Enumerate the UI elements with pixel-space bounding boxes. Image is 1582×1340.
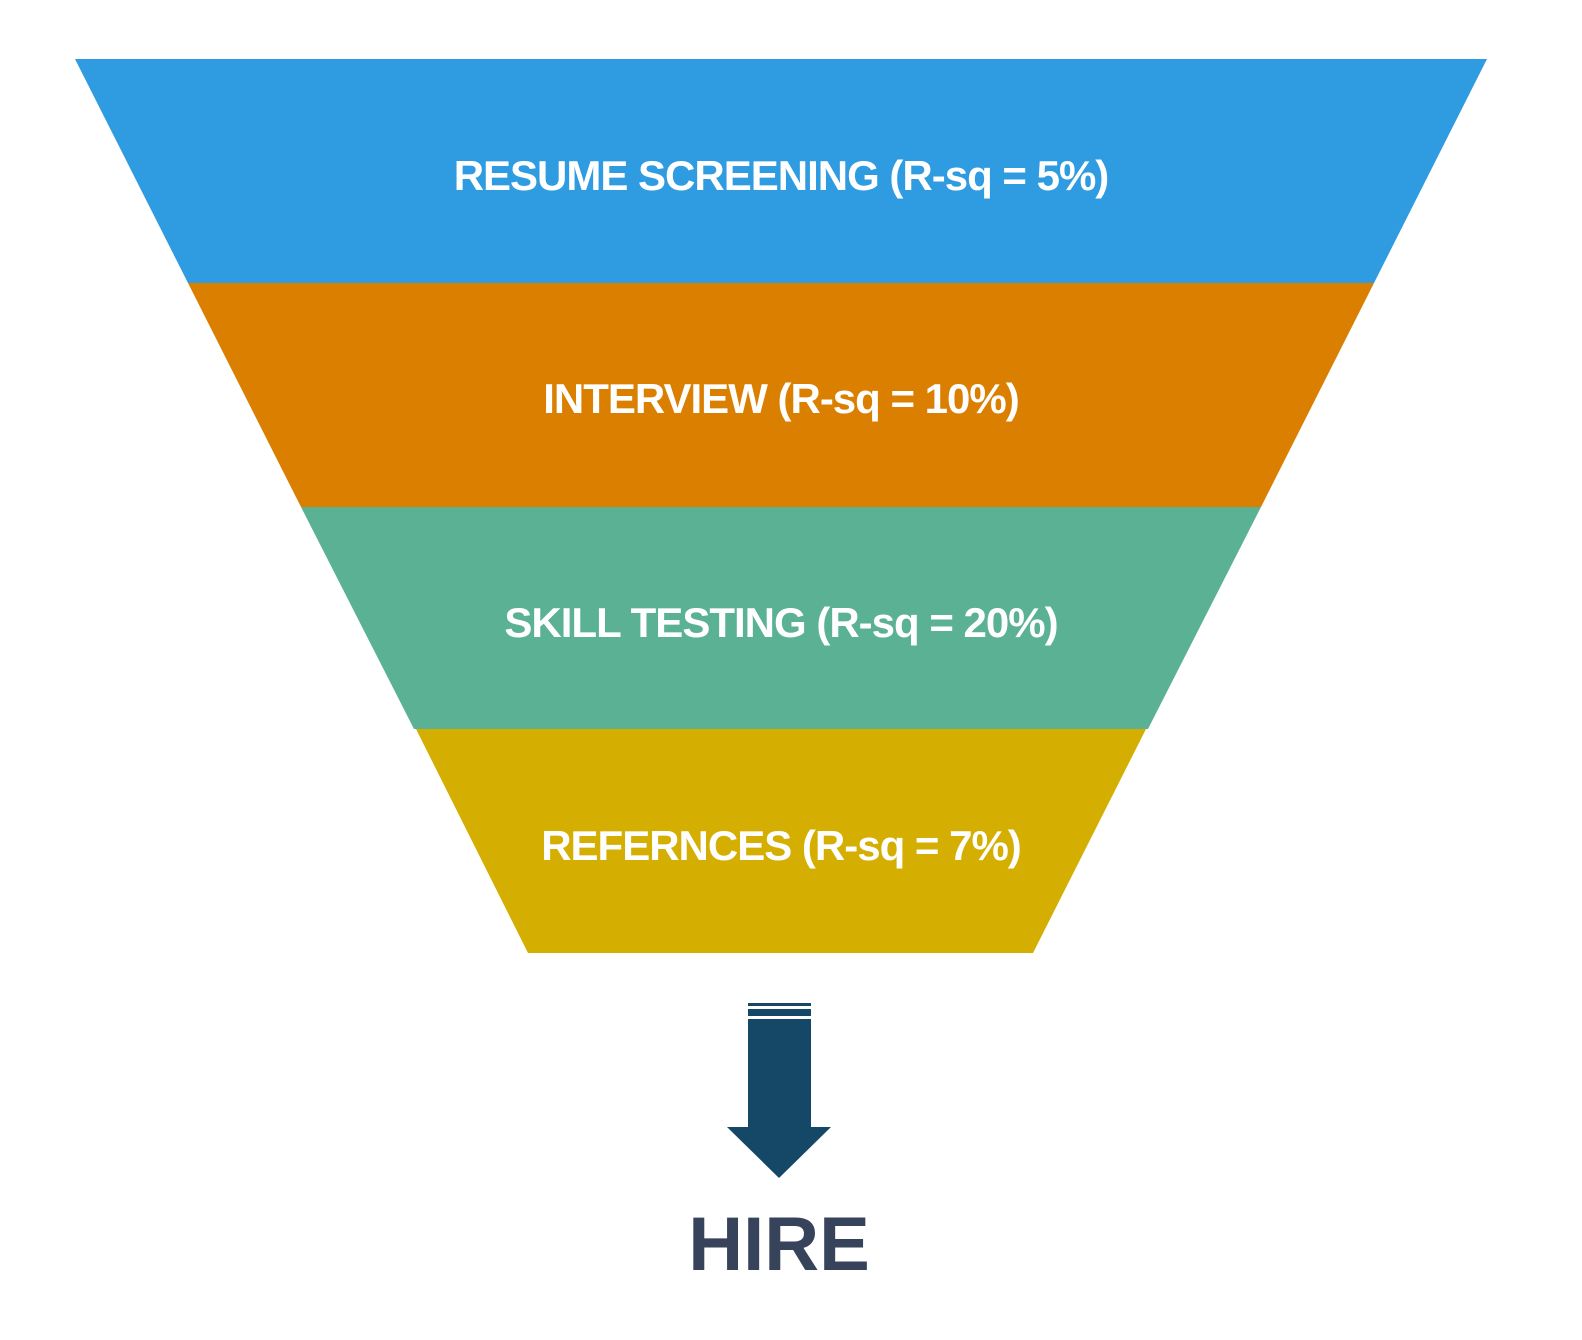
stage-label: INTERVIEW (R-sq = 10%) — [543, 375, 1018, 422]
funnel-stage-resume-screening: RESUME SCREENING (R-sq = 5%) — [75, 59, 1487, 283]
funnel-stage-references: REFERNCES (R-sq = 7%) — [416, 729, 1146, 953]
stage-label: SKILL TESTING (R-sq = 20%) — [504, 599, 1057, 646]
funnel-band — [416, 729, 1146, 953]
hire-label: HIRE — [688, 1202, 870, 1287]
funnel-stage-interview: INTERVIEW (R-sq = 10%) — [188, 283, 1374, 507]
funnel-band — [75, 59, 1487, 283]
stage-label: REFERNCES (R-sq = 7%) — [541, 822, 1021, 869]
funnel-band — [188, 283, 1374, 507]
funnel-band — [301, 507, 1261, 729]
funnel-stage-skill-testing: SKILL TESTING (R-sq = 20%) — [301, 507, 1261, 729]
stage-label: RESUME SCREENING (R-sq = 5%) — [454, 152, 1109, 199]
down-arrow-icon — [727, 1003, 831, 1178]
